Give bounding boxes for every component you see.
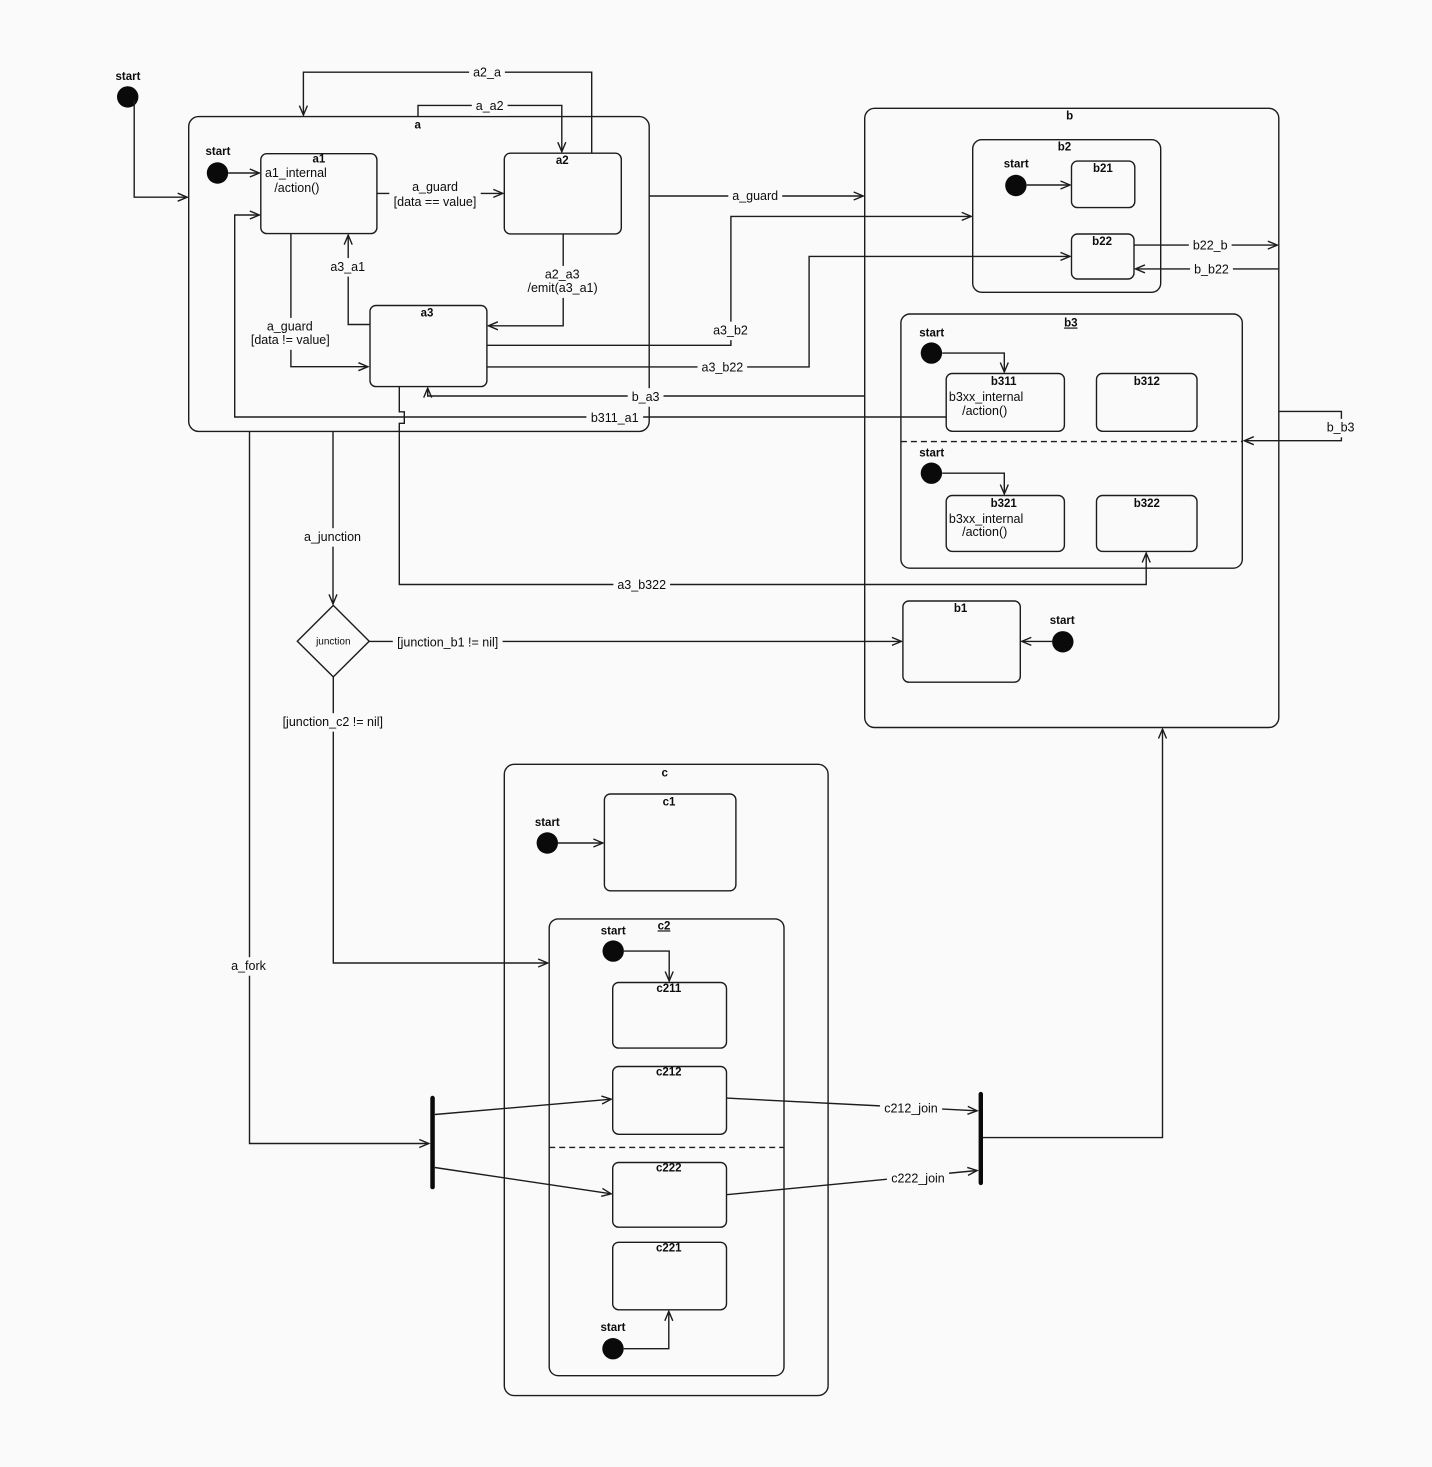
svg-text:start: start xyxy=(535,817,560,829)
svg-text:start: start xyxy=(1004,159,1029,171)
svg-text:a_fork: a_fork xyxy=(231,959,266,973)
svg-text:start: start xyxy=(919,327,944,339)
svg-text:b22: b22 xyxy=(1092,236,1112,248)
svg-text:c2: c2 xyxy=(658,920,671,932)
svg-text:a_guard: a_guard xyxy=(732,189,778,203)
svg-text:c221: c221 xyxy=(656,1243,682,1255)
svg-text:/action(): /action() xyxy=(962,404,1007,418)
svg-text:c222_join: c222_join xyxy=(891,1172,945,1186)
svg-text:b321: b321 xyxy=(991,498,1018,510)
svg-text:a3_b22: a3_b22 xyxy=(702,360,744,374)
svg-text:b3xx_internal: b3xx_internal xyxy=(949,512,1023,526)
svg-text:a3: a3 xyxy=(421,307,434,319)
svg-text:a1: a1 xyxy=(313,154,326,166)
svg-text:b3xx_internal: b3xx_internal xyxy=(949,390,1023,404)
svg-text:start: start xyxy=(1050,615,1075,627)
svg-text:c1: c1 xyxy=(663,797,676,809)
svg-text:c: c xyxy=(661,767,668,779)
svg-text:c212: c212 xyxy=(656,1067,682,1079)
svg-text:start: start xyxy=(601,926,626,938)
svg-text:c212_join: c212_join xyxy=(884,1102,938,1116)
svg-text:a2_a: a2_a xyxy=(473,66,501,80)
svg-text:b311: b311 xyxy=(991,376,1017,388)
svg-text:b1: b1 xyxy=(954,603,968,615)
svg-text:a1_internal: a1_internal xyxy=(265,166,327,180)
svg-text:b21: b21 xyxy=(1093,163,1113,175)
svg-text:start: start xyxy=(116,71,141,83)
svg-text:b: b xyxy=(1066,110,1073,122)
svg-text:b_a3: b_a3 xyxy=(632,390,660,404)
svg-text:b3: b3 xyxy=(1064,318,1077,330)
svg-text:a_guard: a_guard xyxy=(412,180,458,194)
svg-text:start: start xyxy=(206,146,231,158)
svg-text:start: start xyxy=(919,447,944,459)
svg-text:b312: b312 xyxy=(1134,376,1160,388)
svg-text:[data != value]: [data != value] xyxy=(251,333,330,347)
svg-text:a_a2: a_a2 xyxy=(476,99,504,113)
svg-text:a3_b2: a3_b2 xyxy=(713,323,748,337)
svg-text:b2: b2 xyxy=(1058,142,1071,154)
svg-text:a3_a1: a3_a1 xyxy=(330,260,365,274)
svg-text:a: a xyxy=(414,120,421,132)
svg-text:c222: c222 xyxy=(656,1163,682,1175)
svg-text:a_guard: a_guard xyxy=(267,320,313,334)
svg-text:/action(): /action() xyxy=(962,525,1007,539)
svg-text:start: start xyxy=(601,1322,626,1334)
svg-text:[junction_b1 != nil]: [junction_b1 != nil] xyxy=(397,636,498,650)
svg-text:[junction_c2 != nil]: [junction_c2 != nil] xyxy=(283,715,383,729)
svg-text:[data == value]: [data == value] xyxy=(394,195,477,209)
svg-text:a2_a3: a2_a3 xyxy=(545,268,580,282)
svg-text:a3_b322: a3_b322 xyxy=(617,578,666,592)
svg-text:b22_b: b22_b xyxy=(1193,239,1228,253)
svg-text:b_b22: b_b22 xyxy=(1194,262,1229,276)
svg-text:junction: junction xyxy=(315,637,350,648)
svg-text:b311_a1: b311_a1 xyxy=(591,411,639,425)
svg-text:c211: c211 xyxy=(656,983,682,995)
svg-text:a_junction: a_junction xyxy=(304,530,361,544)
svg-text:b322: b322 xyxy=(1134,498,1160,510)
svg-text:/emit(a3_a1): /emit(a3_a1) xyxy=(528,281,598,295)
svg-text:a2: a2 xyxy=(556,155,569,167)
svg-text:b_b3: b_b3 xyxy=(1327,421,1355,435)
svg-text:/action(): /action() xyxy=(274,181,319,195)
